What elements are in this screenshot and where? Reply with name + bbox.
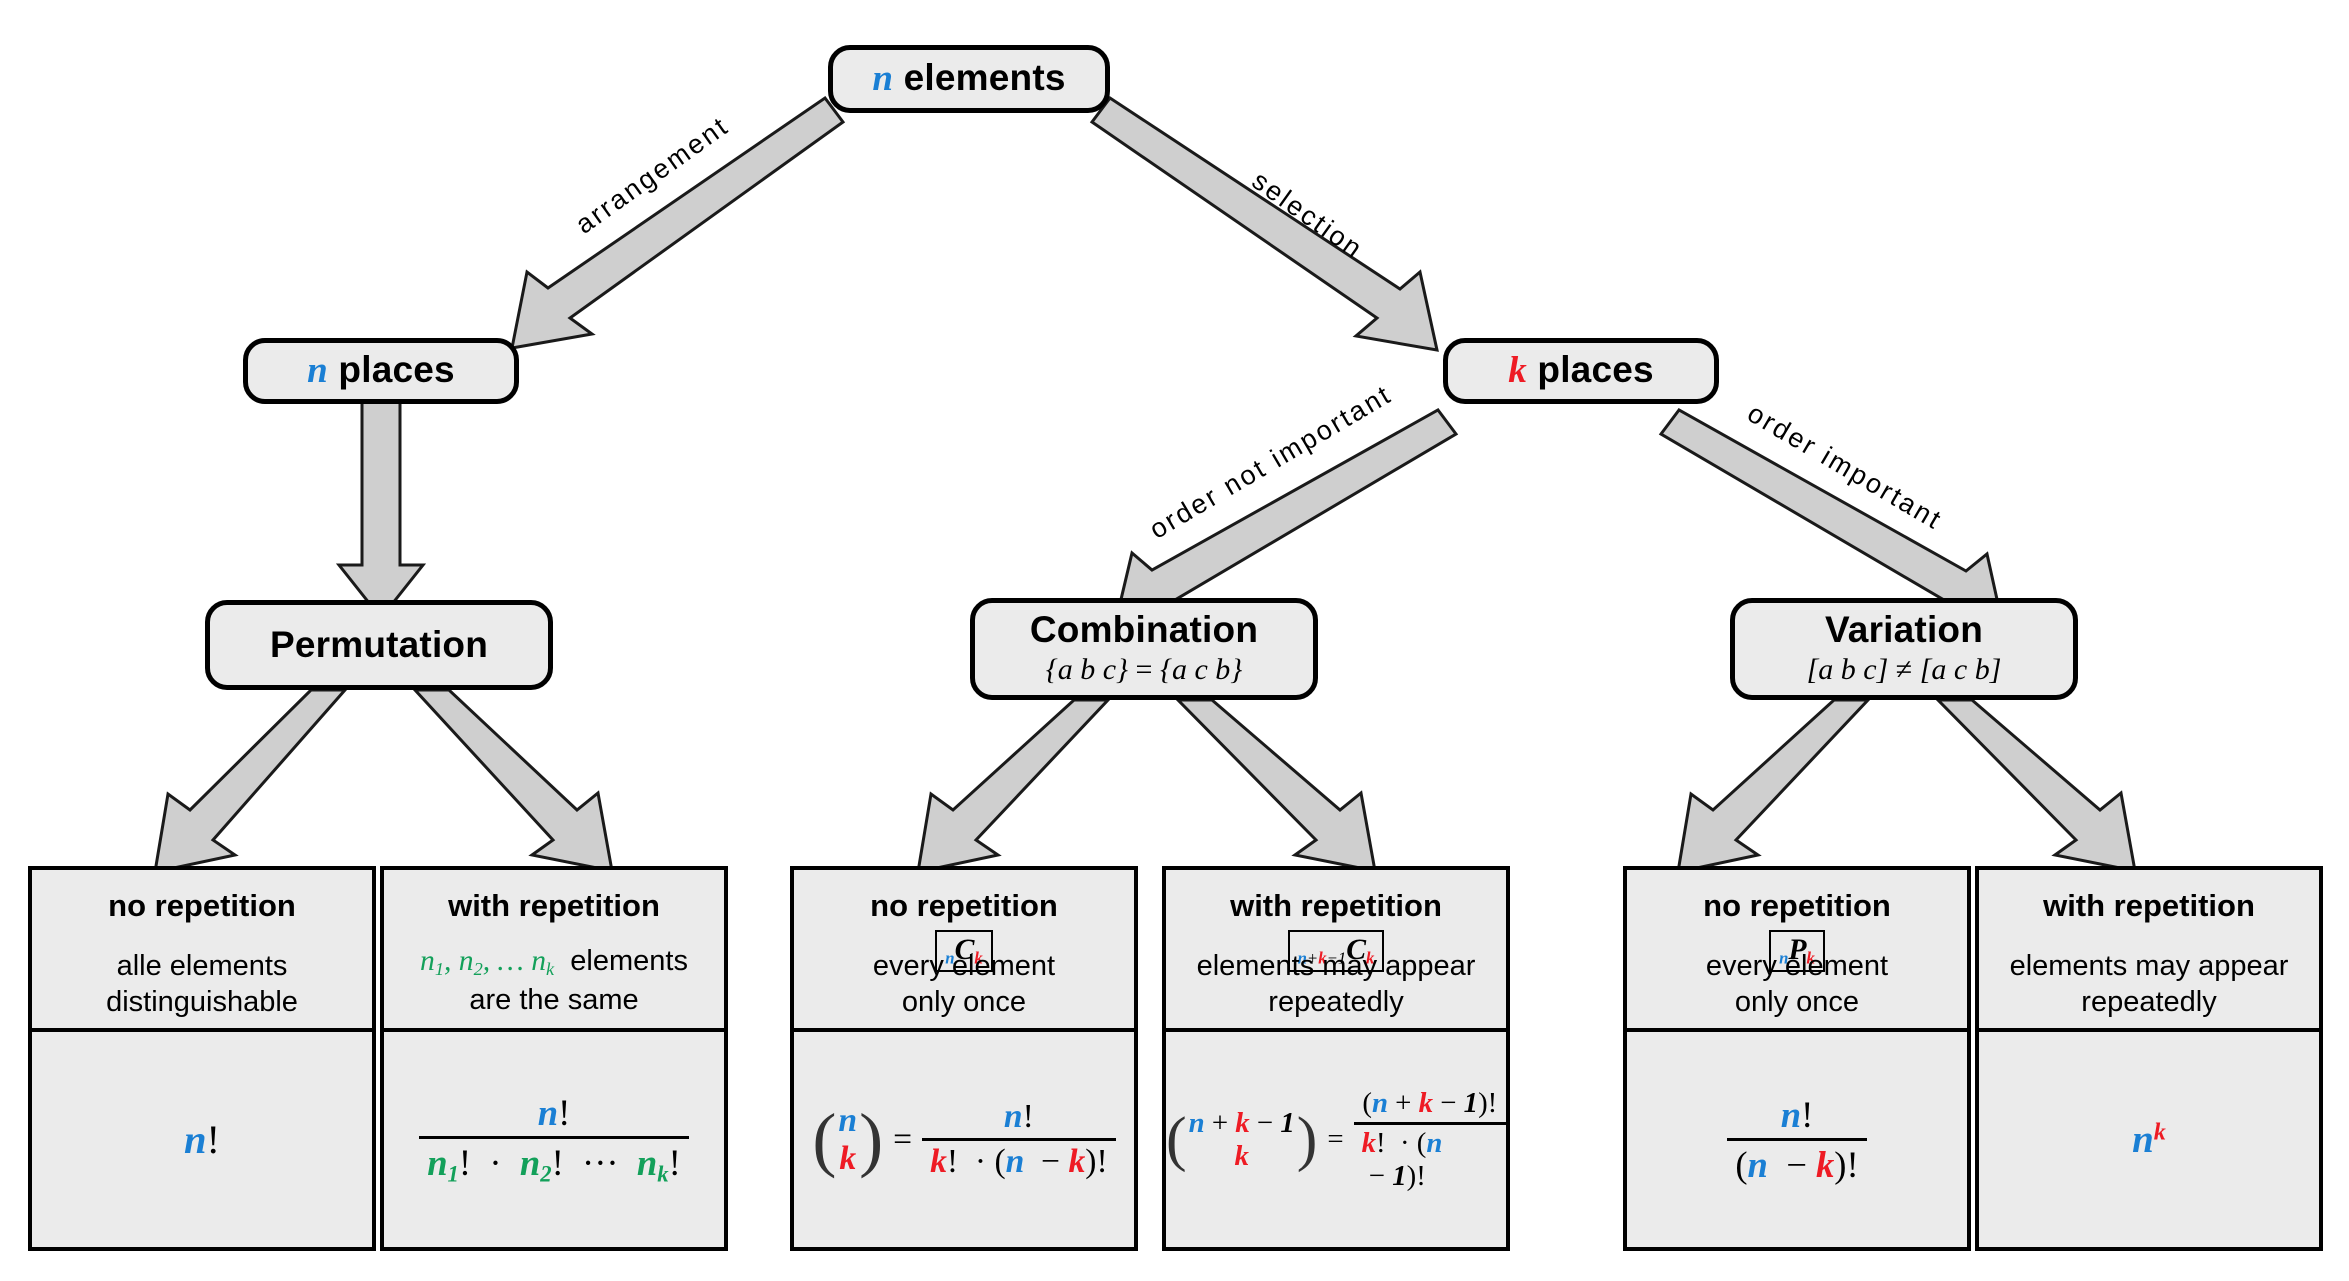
- root-label-text: elements: [903, 57, 1066, 99]
- arrow-variation-to-leaf6: [1934, 698, 2137, 873]
- leaf1-top: no repetition alle elements distinguisha…: [32, 870, 372, 1032]
- leaf3-top: no repetition nCk every element only onc…: [794, 870, 1134, 1032]
- arrow-variation-to-leaf5: [1676, 698, 1872, 874]
- leaf-combination-no-repetition[interactable]: no repetition nCk every element only onc…: [790, 866, 1138, 1251]
- node-k-places[interactable]: k places: [1443, 338, 1719, 404]
- leaf6-desc-line1: elements may appear: [2009, 950, 2289, 983]
- leaf3-description: every element only once: [794, 949, 1134, 1020]
- arrow-permutation-to-leaf1: [153, 688, 349, 874]
- node-n-elements-label: n elements: [872, 57, 1066, 100]
- node-combination[interactable]: Combination {a b c} = {a c b}: [970, 598, 1318, 700]
- node-permutation-title: Permutation: [269, 623, 489, 665]
- leaf1-desc-line2: distinguishable: [106, 985, 298, 1018]
- leaf3-desc-line1: every element: [872, 950, 1056, 983]
- leaf6-description: elements may appear repeatedly: [1979, 949, 2319, 1020]
- leaf2-description: n1, n2, … nk elements are the same: [420, 945, 688, 1017]
- leaf4-desc-line1: elements may appear: [1196, 950, 1476, 983]
- leaf-variation-with-repetition[interactable]: with repetition elements may appear repe…: [1975, 866, 2323, 1251]
- leaf5-heading: no repetition: [1703, 888, 1891, 923]
- leaf2-heading: with repetition: [448, 888, 660, 923]
- arrow-n-places-to-permutation: [335, 398, 427, 621]
- leaf3-heading: no repetition: [870, 888, 1058, 923]
- leaf6-desc-line2: repeatedly: [2081, 985, 2217, 1018]
- node-variation-title: Variation: [1824, 608, 1984, 650]
- arrow-permutation-to-leaf2: [411, 688, 614, 873]
- node-k-places-label: k places: [1508, 349, 1654, 392]
- node-variation[interactable]: Variation [a b c] ≠ [a c b]: [1730, 598, 2078, 700]
- leaf-variation-no-repetition[interactable]: no repetition nPk every element only onc…: [1623, 866, 1971, 1251]
- node-permutation[interactable]: Permutation: [205, 600, 553, 690]
- leaf3-notation-box: nCk: [935, 930, 993, 972]
- leaf2-desc-line2: are the same: [469, 984, 639, 1017]
- leaf2-formula: n! n1! · n2! ··· nk!: [384, 1032, 724, 1247]
- leaf5-formula: n! (n − k)!: [1627, 1032, 1967, 1247]
- node-n-elements[interactable]: n elements: [828, 45, 1110, 113]
- leaf5-notation-box: nPk: [1769, 930, 1825, 972]
- arrow-root-to-k-places: [1089, 95, 1439, 352]
- leaf6-formula: nk: [2132, 1118, 2166, 1161]
- node-combination-title: Combination: [1029, 608, 1259, 650]
- leaf-permutation-with-repetition[interactable]: with repetition n1, n2, … nk elements ar…: [380, 866, 728, 1251]
- k-places-label-text: places: [1537, 349, 1654, 391]
- node-combination-subtitle: {a b c} = {a c b}: [1045, 653, 1243, 687]
- leaf-permutation-no-repetition[interactable]: no repetition alle elements distinguisha…: [28, 866, 376, 1251]
- leaf5-top: no repetition nPk every element only onc…: [1627, 870, 1967, 1032]
- leaf1-heading: no repetition: [108, 888, 296, 923]
- leaf5-desc-line2: only once: [1734, 985, 1860, 1018]
- leaf4-heading: with repetition: [1230, 888, 1442, 923]
- leaf4-desc-line2: repeatedly: [1268, 985, 1404, 1018]
- node-n-places-label: n places: [307, 349, 455, 392]
- leaf4-formula: ( n + k − 1 k ) = (n + k − 1)! k! · (n: [1166, 1032, 1506, 1247]
- n-places-label-text: places: [338, 349, 455, 391]
- leaf6-top: with repetition elements may appear repe…: [1979, 870, 2319, 1032]
- leaf5-desc-line1: every element: [1705, 950, 1889, 983]
- variable-n: n: [307, 350, 328, 392]
- variable-n: n: [872, 58, 894, 100]
- leaf-combination-with-repetition[interactable]: with repetition n+k−1Ck elements may app…: [1162, 866, 1510, 1251]
- variable-k: k: [1508, 350, 1527, 392]
- leaf5-description: every element only once: [1627, 949, 1967, 1020]
- leaf1-desc-line1: alle elements: [116, 950, 288, 983]
- leaf4-notation-box: n+k−1Ck: [1287, 930, 1385, 972]
- arrow-combination-to-leaf3: [916, 698, 1112, 874]
- leaf6-heading: with repetition: [2043, 888, 2255, 923]
- arrow-root-to-n-places: [510, 95, 846, 350]
- leaf3-desc-line2: only once: [901, 985, 1027, 1018]
- node-n-places[interactable]: n places: [243, 338, 519, 404]
- leaf4-top: with repetition n+k−1Ck elements may app…: [1166, 870, 1506, 1032]
- leaf2-top: with repetition n1, n2, … nk elements ar…: [384, 870, 724, 1032]
- arrow-combination-to-leaf4: [1174, 698, 1377, 873]
- leaf3-formula: ( n k ) = n! k! · (n − k)!: [794, 1032, 1134, 1247]
- leaf4-description: elements may appear repeatedly: [1166, 949, 1506, 1020]
- leaf1-formula: n!: [183, 1117, 221, 1162]
- leaf1-description: alle elements distinguishable: [32, 949, 372, 1020]
- node-variation-subtitle: [a b c] ≠ [a c b]: [1806, 653, 2002, 687]
